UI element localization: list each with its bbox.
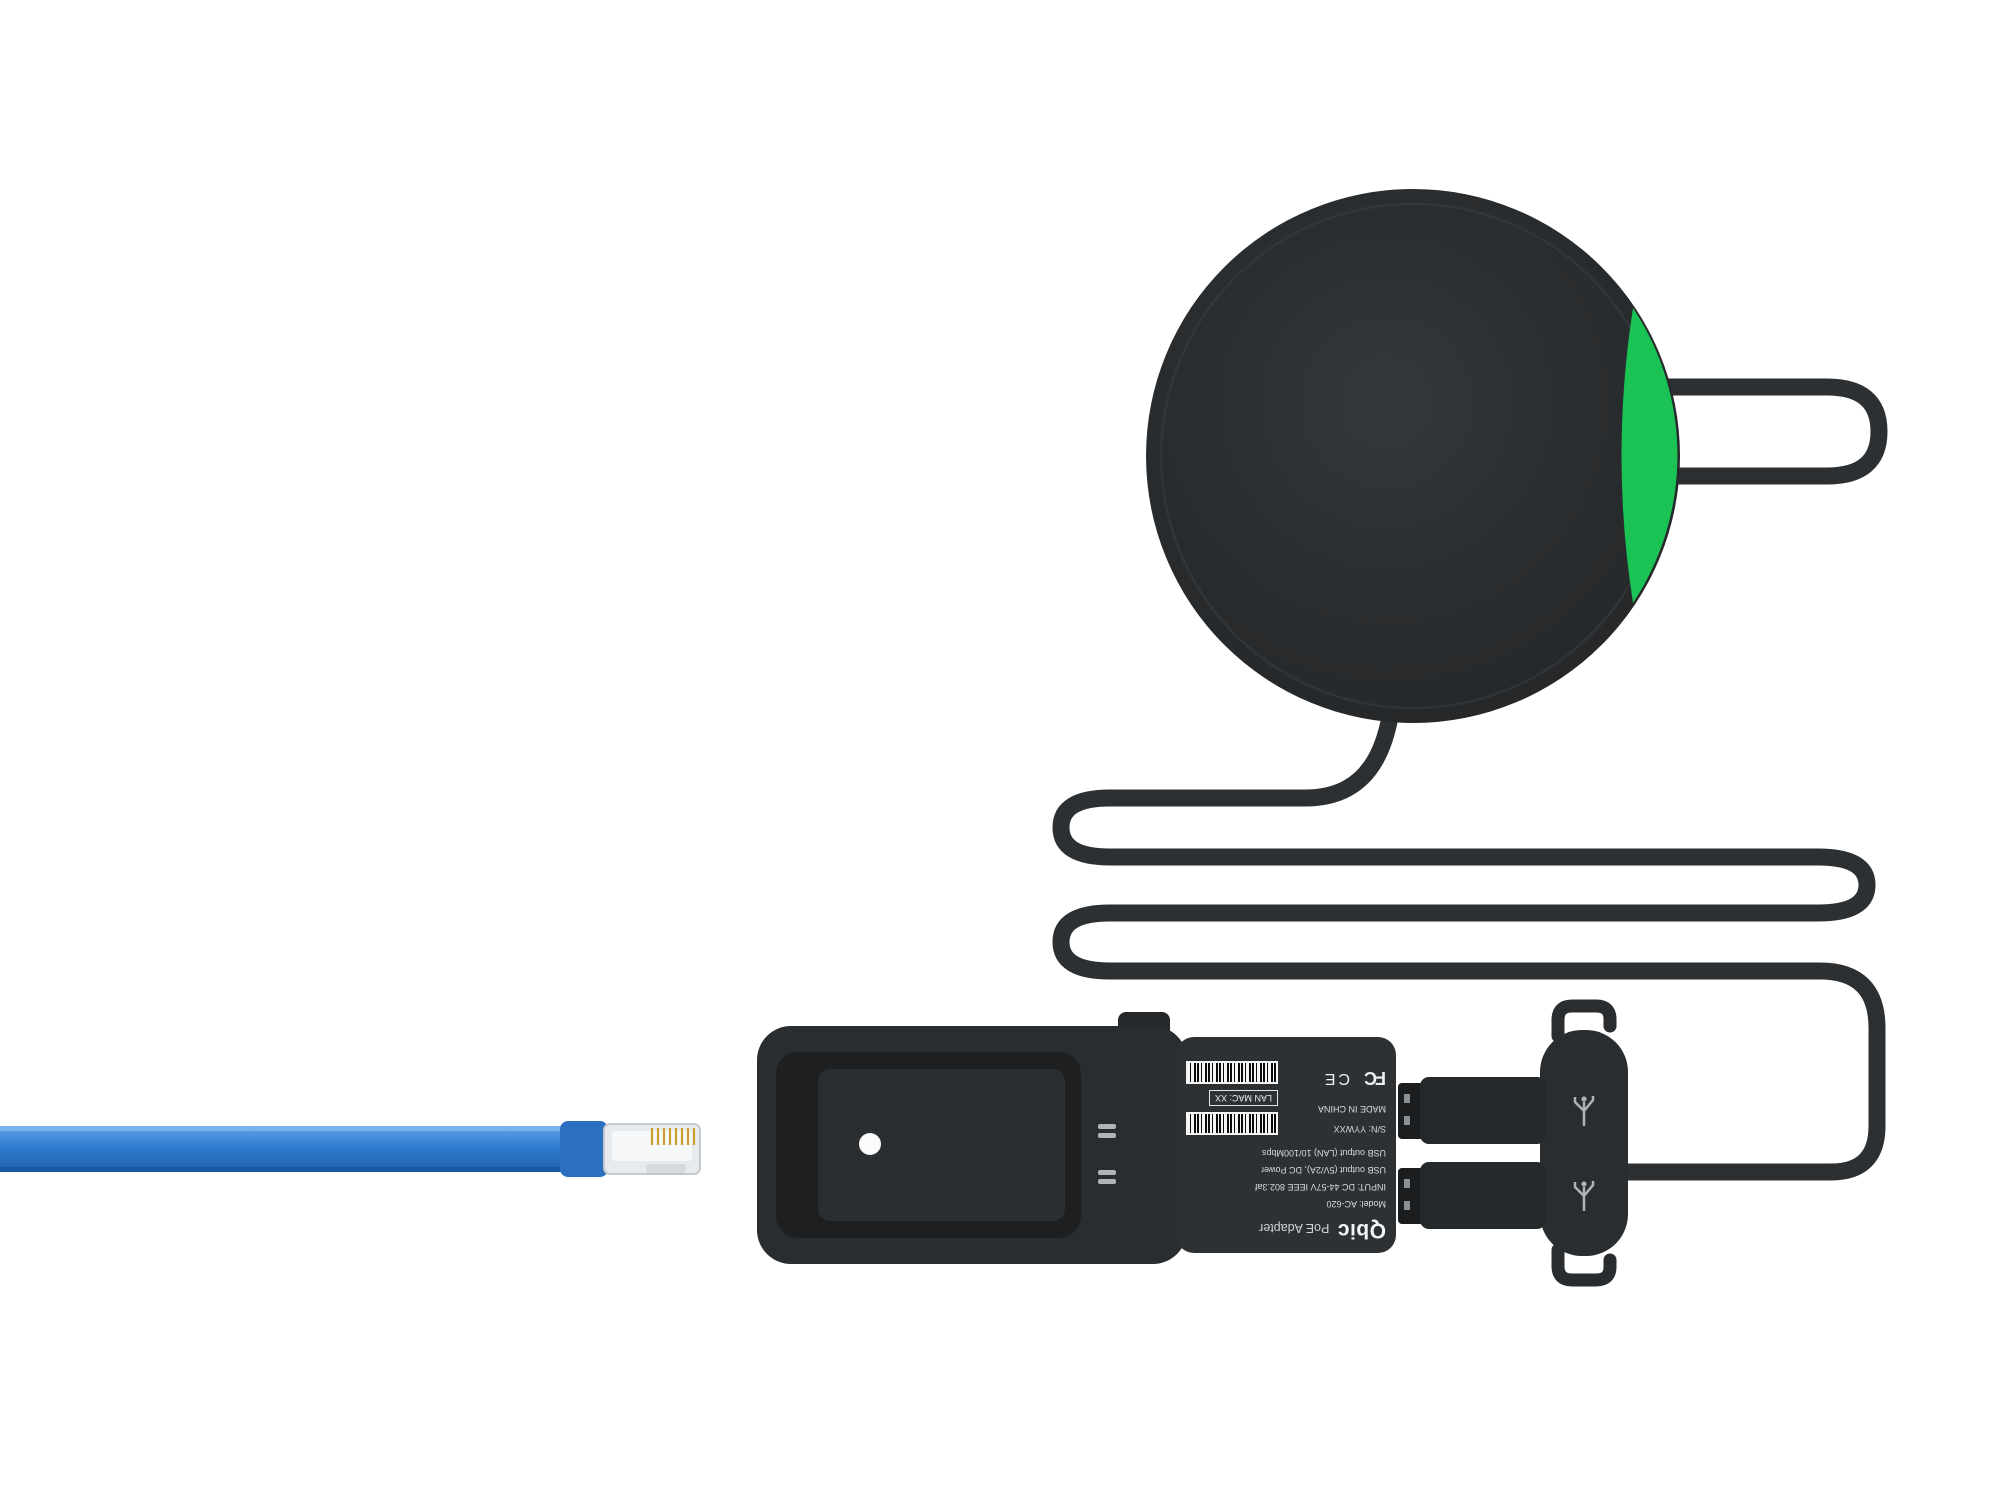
usb-contact-window: [1404, 1179, 1410, 1188]
poe-adapter: [757, 1012, 1396, 1264]
label-barcode-column: LAN MAC: XX: [1186, 1048, 1278, 1136]
rj45-latch: [646, 1164, 686, 1173]
barcode: [1186, 1112, 1278, 1136]
rj45-inner: [612, 1131, 692, 1161]
port-marks: [1098, 1124, 1116, 1184]
adapter-info-section: [1176, 1037, 1396, 1253]
label-usb-lan: USB output (LAN) 10/100Mbps: [1261, 1148, 1386, 1159]
port-mark: [1098, 1179, 1116, 1184]
cable-holder: [1398, 999, 1628, 1287]
port-mark: [1098, 1133, 1116, 1138]
ce-mark: CE: [1321, 1069, 1350, 1087]
label-model: Model: AC-620: [1326, 1199, 1386, 1209]
brand-row: Qbic PoE Adapter: [1186, 1218, 1386, 1242]
usb-plug-body: [1420, 1162, 1546, 1229]
label-made-in: MADE IN CHINA: [1317, 1104, 1386, 1115]
lan-mac-box: LAN MAC: XX: [1208, 1090, 1278, 1107]
regulatory-marks: FC CE: [1318, 1067, 1386, 1088]
usb-plug-bottom: [1398, 1162, 1546, 1229]
status-light-green: [1621, 308, 1678, 603]
usb-plug-top: [1398, 1077, 1546, 1144]
holder-bar: [1540, 1030, 1628, 1256]
rj45-pins: [650, 1128, 696, 1145]
brand-logo: Qbic: [1337, 1219, 1386, 1242]
ethernet-cable-shade: [0, 1167, 572, 1172]
ethernet-cable-highlight: [0, 1126, 572, 1131]
usb-contact-window: [1404, 1094, 1410, 1103]
ethernet-cable: [0, 1121, 608, 1177]
label-regulatory-column: S/N: YYWXX MADE IN CHINA FC CE: [1318, 1048, 1386, 1135]
port-mark: [1098, 1170, 1116, 1175]
label-bottom-row: S/N: YYWXX MADE IN CHINA FC CE LAN MAC: …: [1186, 1048, 1386, 1136]
usb-contact-window: [1404, 1201, 1410, 1210]
barcode: [1186, 1061, 1278, 1085]
adapter-label: Qbic PoE Adapter Model: AC-620 INPUT: DC…: [1186, 1048, 1386, 1242]
round-device: [1146, 189, 1680, 723]
device-top: [1146, 189, 1680, 723]
adapter-label-content: Qbic PoE Adapter Model: AC-620 INPUT: DC…: [1186, 1048, 1386, 1242]
port-mark: [1098, 1124, 1116, 1129]
label-usb-power: USB output (5V/2A), DC Power: [1260, 1165, 1386, 1176]
power-cable-loop: [1629, 378, 1888, 485]
product-name: PoE Adapter: [1259, 1221, 1330, 1235]
usb-icon-top: [1573, 1096, 1595, 1126]
clip-hook-bottom: [1551, 1243, 1617, 1287]
power-cable-main: [1052, 646, 1886, 1181]
usb-contact-window: [1404, 1116, 1410, 1125]
usb-icon-bottom: [1573, 1181, 1595, 1211]
fcc-mark: FC: [1366, 1068, 1386, 1089]
cable-boot: [560, 1121, 608, 1177]
label-serial: S/N: YYWXX: [1333, 1124, 1386, 1135]
clip-hook-top: [1551, 999, 1617, 1043]
usb-plug-body: [1420, 1077, 1546, 1144]
ethernet-cable-body: [0, 1126, 572, 1172]
rj45-connector: [603, 1123, 701, 1175]
mounting-hole: [859, 1133, 881, 1155]
adapter-slot-plate: [818, 1069, 1065, 1221]
label-input: INPUT: DC 44-57V IEEE 802.3af: [1254, 1182, 1386, 1193]
